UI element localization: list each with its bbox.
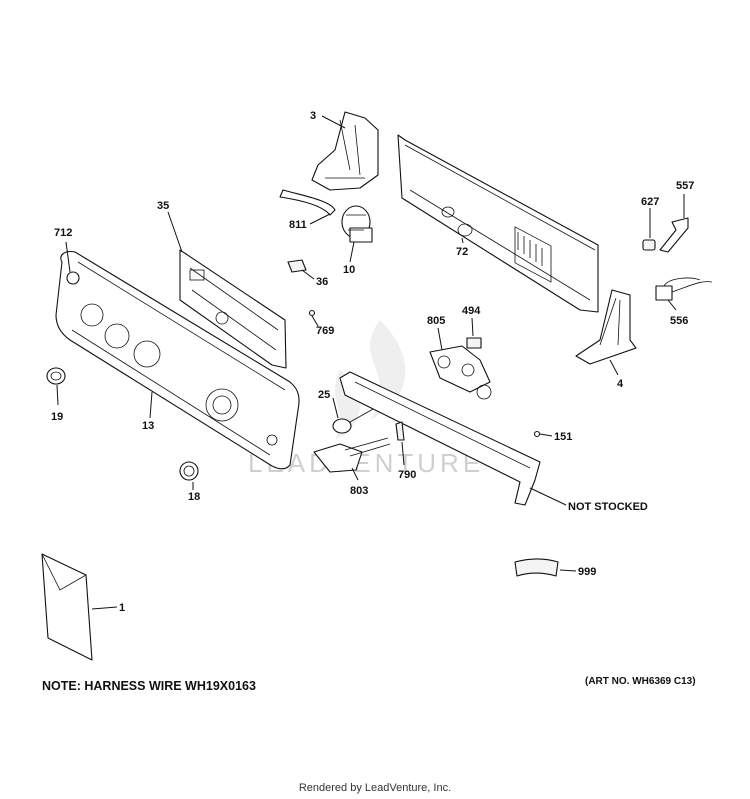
part-557-clamp[interactable] bbox=[659, 217, 689, 253]
leader-151 bbox=[539, 433, 553, 437]
part-805-water-valve[interactable] bbox=[429, 345, 492, 400]
label-999: 999 bbox=[578, 566, 596, 578]
leader-494 bbox=[471, 317, 474, 337]
leader-10 bbox=[349, 241, 355, 263]
leader-803 bbox=[351, 467, 359, 481]
leader-13 bbox=[149, 391, 153, 419]
part-35-control-board[interactable] bbox=[179, 249, 287, 369]
leader-805 bbox=[437, 327, 443, 351]
leader-999 bbox=[559, 569, 577, 572]
part-712-badge[interactable] bbox=[66, 271, 80, 285]
label-811: 811 bbox=[289, 219, 307, 231]
label-72: 72 bbox=[456, 246, 468, 258]
label-557: 557 bbox=[676, 180, 694, 192]
part-790-strap[interactable] bbox=[395, 421, 405, 441]
label-18: 18 bbox=[188, 491, 200, 503]
label-769: 769 bbox=[316, 325, 334, 337]
part-36-clip[interactable] bbox=[287, 259, 307, 273]
label-3: 3 bbox=[310, 110, 316, 122]
leader-not-stocked bbox=[529, 487, 567, 506]
label-151: 151 bbox=[554, 431, 572, 443]
art-number: (ART NO. WH6369 C13) bbox=[585, 676, 696, 687]
label-4: 4 bbox=[617, 378, 624, 390]
label-805: 805 bbox=[427, 315, 445, 327]
label-1: 1 bbox=[119, 602, 125, 614]
part-72-rear-panel[interactable] bbox=[397, 134, 599, 313]
part-19-knob[interactable] bbox=[46, 367, 66, 385]
label-25: 25 bbox=[318, 389, 330, 401]
leader-3 bbox=[321, 115, 346, 129]
part-3-bracket[interactable] bbox=[311, 111, 379, 191]
part-1-manual[interactable] bbox=[41, 553, 93, 661]
part-13-console[interactable] bbox=[55, 251, 300, 470]
label-13: 13 bbox=[142, 420, 154, 432]
footer-credit: Rendered by LeadVenture, Inc. bbox=[298, 782, 452, 794]
harness-note: NOTE: HARNESS WIRE WH19X0163 bbox=[42, 679, 256, 693]
part-18-ring[interactable] bbox=[179, 461, 199, 481]
leader-35 bbox=[167, 211, 183, 253]
part-999-wire-tie[interactable] bbox=[514, 558, 559, 577]
part-10-pressure-switch[interactable] bbox=[341, 205, 373, 243]
leader-556 bbox=[667, 299, 677, 311]
part-811-hose[interactable] bbox=[279, 189, 336, 216]
leader-25 bbox=[332, 397, 339, 419]
part-494-filter[interactable] bbox=[466, 337, 482, 349]
leader-1 bbox=[91, 606, 118, 610]
part-769-screw[interactable] bbox=[308, 309, 316, 317]
label-803: 803 bbox=[350, 485, 368, 497]
leader-36 bbox=[301, 269, 315, 280]
part-151-screw[interactable] bbox=[533, 430, 541, 438]
part-803-inlet[interactable] bbox=[313, 437, 391, 473]
part-4-bracket[interactable] bbox=[575, 289, 637, 365]
label-712: 712 bbox=[54, 227, 72, 239]
label-494: 494 bbox=[462, 305, 481, 317]
part-627-plug[interactable] bbox=[642, 239, 656, 251]
label-35: 35 bbox=[157, 200, 169, 212]
leader-790 bbox=[401, 441, 405, 466]
part-25-dispenser[interactable] bbox=[332, 407, 376, 434]
label-790: 790 bbox=[398, 469, 416, 481]
part-not-stocked-bracket[interactable] bbox=[339, 371, 541, 506]
label-36: 36 bbox=[316, 276, 328, 288]
leader-72 bbox=[461, 237, 464, 244]
label-627: 627 bbox=[641, 196, 659, 208]
label-10: 10 bbox=[343, 264, 355, 276]
label-not-stocked: NOT STOCKED bbox=[568, 501, 648, 513]
label-19: 19 bbox=[51, 411, 63, 423]
leader-19 bbox=[56, 384, 59, 406]
leader-769 bbox=[311, 315, 319, 327]
leader-4 bbox=[609, 359, 619, 376]
part-556-harness[interactable] bbox=[655, 277, 713, 301]
leader-712 bbox=[65, 241, 71, 273]
leader-811 bbox=[309, 213, 331, 225]
label-556: 556 bbox=[670, 315, 688, 327]
